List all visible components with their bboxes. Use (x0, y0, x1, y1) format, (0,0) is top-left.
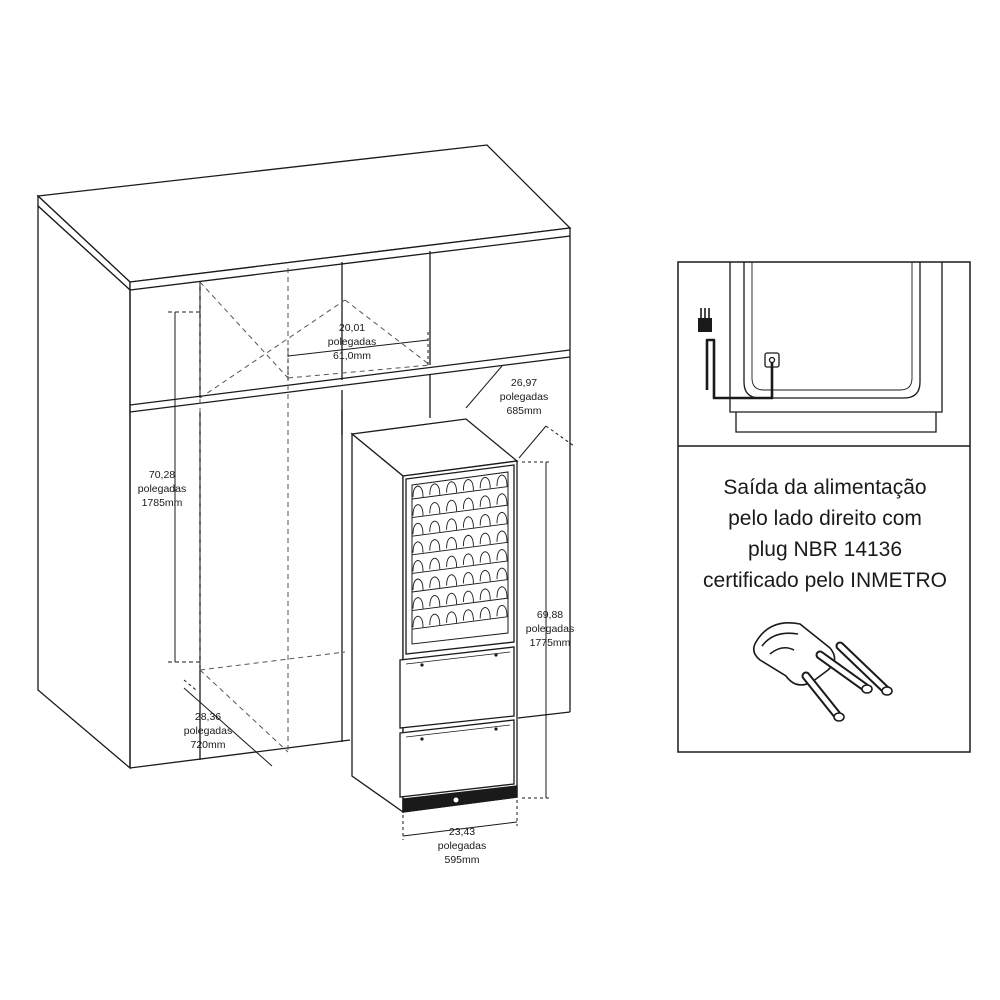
rack-shelf-line (411, 523, 509, 537)
bottle-icon (446, 611, 458, 623)
bottle-rack (411, 474, 509, 630)
bottle-icon (429, 576, 441, 588)
rack-shelf-line (411, 597, 509, 612)
niche-width-unit: polegadas (328, 336, 376, 348)
bottle-icon (429, 539, 441, 551)
bottle-icon (412, 504, 424, 516)
rack-shelf-line (411, 486, 509, 500)
bottle-icon (412, 485, 424, 498)
power-note-line-3: plug NBR 14136 (748, 538, 902, 561)
bottle-icon (462, 553, 474, 565)
rack-shelf-line (411, 616, 509, 630)
cabinet-drawing (36, 144, 572, 770)
rack-shelf-line (411, 541, 509, 556)
rack-shelf-line (411, 504, 509, 519)
niche-height-inches: 70,28 (149, 469, 175, 481)
bottle-icon (479, 495, 491, 507)
product-width-mm: 595mm (444, 854, 479, 866)
nbr-plug-icon (752, 622, 893, 722)
bottle-icon (479, 476, 491, 489)
bottle-icon (446, 592, 458, 605)
product-depth-unit: polegadas (500, 391, 548, 403)
bottle-icon (479, 551, 491, 563)
product-height-inches: 69,88 (537, 609, 563, 621)
wine-cooler-drawing (350, 418, 519, 814)
niche-width-dimension (287, 332, 429, 380)
rack-shelf-line (411, 560, 509, 574)
bottle-icon (496, 474, 508, 487)
bottle-icon (479, 607, 491, 619)
bottle-icon (446, 481, 458, 493)
bottle-icon (412, 541, 424, 553)
bottle-icon (496, 511, 508, 524)
bottle-icon (412, 597, 424, 609)
bottle-icon (446, 574, 458, 586)
product-height-unit: polegadas (526, 623, 574, 635)
bottle-icon (429, 501, 441, 514)
niche-width-mm: 61,0mm (333, 350, 371, 362)
bottle-icon (479, 532, 491, 545)
bottle-icon (412, 559, 424, 572)
power-note-panel: Saída da alimentação pelo lado direito c… (677, 261, 971, 753)
bottle-icon (462, 516, 474, 528)
product-height-dimension (522, 461, 552, 799)
bottle-icon (479, 588, 491, 600)
niche-width-inches: 20,01 (339, 322, 365, 334)
bottle-icon (446, 499, 458, 512)
bottle-icon (446, 555, 458, 568)
bottle-icon (496, 567, 508, 580)
bottle-icon (496, 549, 508, 561)
bottle-icon (412, 522, 424, 535)
niche-depth-unit: polegadas (184, 725, 232, 737)
bottle-icon (479, 514, 491, 526)
product-depth-dimension (465, 365, 575, 459)
bottle-icon (412, 578, 424, 591)
niche-depth-inches: 28,36 (195, 711, 221, 723)
bottle-icon (462, 590, 474, 603)
bottle-icon (429, 594, 441, 607)
niche-height-unit: polegadas (138, 483, 186, 495)
bottle-icon (496, 604, 508, 617)
rack-shelf-line (411, 579, 509, 593)
product-depth-inches: 26,97 (511, 377, 537, 389)
bottle-icon (429, 520, 441, 533)
product-width-dimension (402, 800, 518, 840)
bottle-icon (446, 536, 458, 549)
bottle-icon (496, 493, 508, 505)
bottle-icon (462, 478, 474, 491)
niche-guides (199, 268, 431, 753)
power-note-line-4: certificado pelo INMETRO (703, 569, 947, 592)
product-width-inches: 23,43 (449, 826, 475, 838)
bottle-icon (496, 530, 508, 542)
bottle-icon (412, 615, 424, 628)
unit-back-detail (729, 262, 943, 433)
niche-height-dimension (168, 311, 200, 663)
bottle-icon (496, 586, 508, 598)
bottle-icon (462, 534, 474, 547)
bottle-icon (429, 613, 441, 626)
bottle-icon (462, 571, 474, 584)
niche-depth-dimension (183, 679, 273, 767)
power-cord-icon (698, 308, 774, 400)
drawer-indicators (420, 653, 498, 804)
bottle-icon (429, 557, 441, 570)
bottle-icon (462, 497, 474, 510)
niche-depth-mm: 720mm (190, 739, 225, 751)
niche-height-mm: 1785mm (142, 497, 183, 509)
product-width-unit: polegadas (438, 840, 486, 852)
product-height-mm: 1775mm (530, 637, 571, 649)
bottle-icon (462, 609, 474, 621)
bottle-icon (429, 483, 441, 495)
product-depth-mm: 685mm (506, 405, 541, 417)
power-note-line-1: Saída da alimentação (723, 476, 926, 499)
bottle-icon (479, 569, 491, 582)
bottle-icon (446, 518, 458, 530)
power-note-line-2: pelo lado direito com (728, 507, 922, 530)
